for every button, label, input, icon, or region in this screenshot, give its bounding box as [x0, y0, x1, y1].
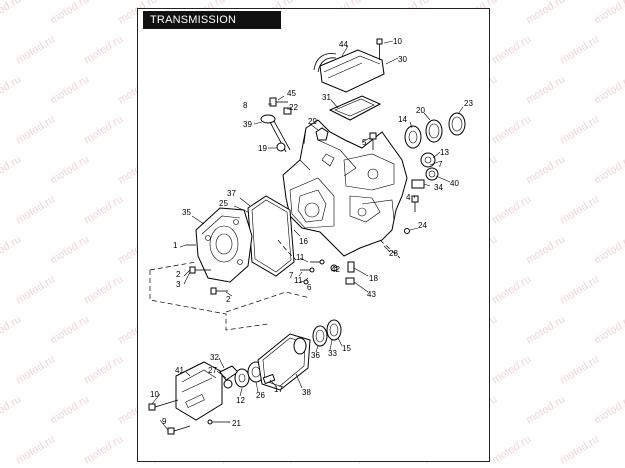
callout-10-top: 10 [393, 37, 402, 46]
callout-38: 38 [302, 388, 311, 397]
callout-25: 25 [219, 199, 228, 208]
callout-36: 36 [311, 351, 320, 360]
callout-8: 8 [243, 101, 248, 110]
breather-plug [315, 127, 329, 141]
callout-32: 32 [210, 353, 219, 362]
callout-21: 21 [232, 419, 241, 428]
callout-41: 41 [175, 366, 184, 375]
callout-31: 31 [322, 93, 331, 102]
side-cover [175, 361, 223, 421]
callout-17: 17 [274, 385, 283, 394]
callout-4: 4 [406, 193, 411, 202]
vent-hose [313, 53, 337, 71]
callout-3: 3 [176, 280, 181, 289]
callout-22: 22 [289, 103, 298, 112]
callout-5: 5 [362, 138, 367, 147]
callout-26: 26 [256, 391, 265, 400]
callout-23: 23 [464, 99, 473, 108]
callout-20: 20 [416, 106, 425, 115]
callout-35: 35 [182, 208, 191, 217]
dipstick [260, 114, 291, 153]
callout-16: 16 [299, 237, 308, 246]
callout-33: 33 [328, 349, 337, 358]
callout-7-right: 7 [438, 160, 443, 169]
end-cover [195, 207, 253, 283]
part-17 [262, 373, 276, 385]
top-cover-gasket [328, 95, 382, 121]
callout-7: 7 [289, 271, 294, 280]
callout-labels: 44 10 30 45 8 22 31 39 29 19 5 14 20 23 … [150, 37, 473, 428]
assembly-lines [149, 239, 401, 331]
top-cover [319, 49, 385, 93]
callout-13: 13 [440, 148, 449, 157]
callout-2-lower: 2 [226, 295, 231, 304]
screw-4 [411, 195, 419, 212]
callout-12: 12 [236, 396, 245, 405]
callout-43: 43 [367, 290, 376, 299]
top-bolt [376, 38, 383, 60]
seal-stack [404, 112, 466, 189]
callout-37: 37 [227, 189, 236, 198]
callout-42: 42 [331, 265, 340, 274]
plug [276, 142, 286, 152]
vent-fitting [269, 97, 292, 115]
callout-34: 34 [434, 183, 443, 192]
bolts-2-3 [189, 266, 228, 295]
callout-6: 6 [307, 283, 312, 292]
callout-29: 29 [308, 117, 317, 126]
callout-45: 45 [287, 89, 296, 98]
housing-gasket [247, 195, 295, 277]
small-parts [300, 259, 355, 285]
callout-24: 24 [418, 221, 427, 230]
callout-14: 14 [398, 115, 407, 124]
callout-44: 44 [339, 40, 348, 49]
callout-28: 28 [389, 249, 398, 258]
cover-small-parts [219, 361, 265, 389]
pin-24 [404, 228, 410, 234]
callout-1: 1 [173, 241, 178, 250]
callout-30: 30 [398, 55, 407, 64]
callout-39: 39 [243, 120, 252, 129]
callout-18: 18 [369, 274, 378, 283]
callout-15: 15 [342, 344, 351, 353]
screw-5 [369, 132, 377, 150]
callout-40: 40 [450, 179, 459, 188]
transmission-case [282, 119, 408, 257]
callout-19: 19 [258, 144, 267, 153]
callout-11-lower: 11 [294, 276, 303, 285]
callout-10-lower: 10 [150, 390, 159, 399]
diagram-title: TRANSMISSION HOUSING [143, 11, 281, 44]
callout-2-upper: 2 [176, 270, 181, 279]
leader-lines [151, 40, 464, 431]
callout-9: 9 [162, 417, 167, 426]
callout-11-upper: 11 [296, 253, 305, 262]
callout-27: 27 [208, 366, 217, 375]
side-seals [293, 319, 342, 355]
